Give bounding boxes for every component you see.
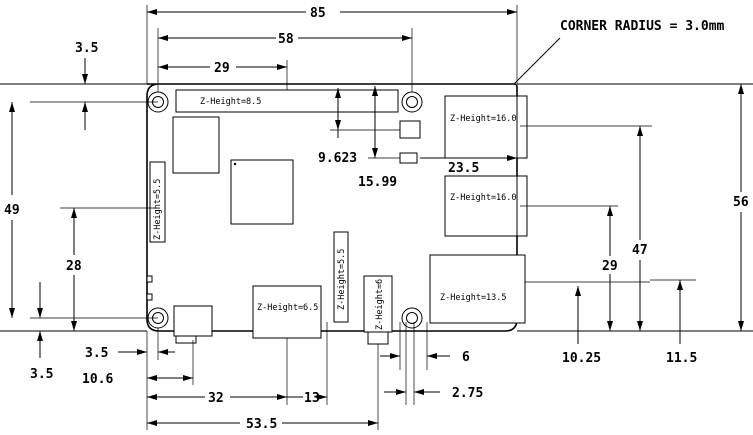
ethernet-z-label: Z-Height=13.5 xyxy=(440,293,507,303)
audio-jack-z-label: Z-Height=6 xyxy=(375,279,385,330)
display-connector xyxy=(149,161,166,243)
power-connector xyxy=(173,305,213,337)
dim-hdmi-offset: 32 xyxy=(208,391,224,406)
board-outline xyxy=(146,83,518,332)
audio-jack xyxy=(363,275,393,333)
hdmi-port xyxy=(252,285,322,339)
dim-board-height-left: 49 xyxy=(4,203,20,218)
small-component-2 xyxy=(399,152,418,164)
dim-ethernet-edge: 11.5 xyxy=(666,351,697,366)
dim-audio-pitch: 2.75 xyxy=(452,386,483,401)
gpio-header-z-label: Z-Height=8.5 xyxy=(200,97,261,107)
dim-header-offset: 29 xyxy=(214,61,230,76)
dim-csi-offset: 28 xyxy=(66,259,82,274)
camera-connector xyxy=(333,231,349,323)
ram-chip xyxy=(172,116,220,174)
dim-hole-inset-top: 3.5 xyxy=(75,41,98,56)
dim-header-gap: 9.623 xyxy=(318,151,357,166)
usb-upper-z-label: Z-Height=16.0 xyxy=(450,114,517,124)
dim-ethernet-offset: 10.25 xyxy=(562,351,601,366)
hdmi-z-label: Z-Height=6.5 xyxy=(257,303,318,313)
dim-board-height: 56 xyxy=(733,195,749,210)
dim-usb-protrusion: 23.5 xyxy=(448,161,479,176)
corner-radius-note: CORNER RADIUS = 3.0mm xyxy=(560,19,725,34)
small-component-1 xyxy=(399,120,421,139)
camera-connector-z-label: Z-Height=5.5 xyxy=(337,249,347,310)
dim-hole-spacing: 58 xyxy=(278,32,294,47)
usb-lower-z-label: Z-Height=16.0 xyxy=(450,193,517,203)
mounting-hole-bottom-right xyxy=(401,307,423,329)
usb-port-lower xyxy=(444,175,518,237)
dim-power-offset: 10.6 xyxy=(82,372,113,387)
dim-usb-top: 47 xyxy=(632,243,648,258)
dim-hole-inset-bottom: 3.5 xyxy=(30,367,53,382)
dim-audio-width: 6 xyxy=(462,350,470,365)
dim-camera-overall: 53.5 xyxy=(246,417,277,432)
ethernet-port xyxy=(429,254,526,324)
display-connector-z-label: Z-Height=5.5 xyxy=(153,179,163,240)
mounting-hole-top-right xyxy=(401,91,423,113)
dim-power-hole: 3.5 xyxy=(85,346,108,361)
soc-chip xyxy=(230,159,294,225)
dim-header-depth: 15.99 xyxy=(358,175,397,190)
dim-overall-width: 85 xyxy=(310,6,326,21)
dim-audio-offset: 13 xyxy=(304,391,320,406)
usb-port-upper xyxy=(444,95,518,159)
dim-usb-bottom: 29 xyxy=(602,259,618,274)
